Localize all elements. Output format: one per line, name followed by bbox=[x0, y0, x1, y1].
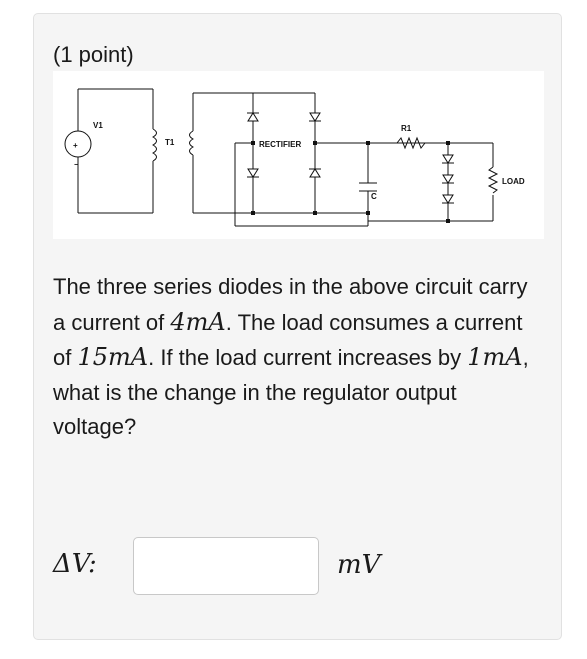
capacitor-label: C bbox=[371, 192, 377, 201]
v1-label: V1 bbox=[93, 121, 103, 130]
load-current-value: 15mA bbox=[77, 343, 149, 371]
answer-row: ΔV: mV bbox=[53, 537, 533, 597]
minus-sign-label: − bbox=[74, 160, 79, 169]
r1-label: R1 bbox=[401, 124, 412, 133]
load-label: LOAD bbox=[502, 177, 525, 186]
current-increase-value: 1mA bbox=[467, 343, 523, 371]
question-text-part: . If the load current increases by bbox=[148, 345, 468, 370]
question-text-part: The three series diodes in the above cir… bbox=[53, 274, 528, 335]
problem-card: (1 point) bbox=[33, 13, 562, 640]
answer-input[interactable] bbox=[133, 537, 319, 595]
question-text-part: , what is the change in the regulator ou… bbox=[53, 345, 529, 439]
question-text-part: . The load consumes a current of bbox=[53, 309, 523, 371]
points-label: (1 point) bbox=[53, 42, 134, 67]
unit-label: mV bbox=[337, 550, 381, 580]
current-diodes-value: 4mA bbox=[170, 307, 226, 336]
rectifier-label: RECTIFIER bbox=[259, 140, 301, 149]
plus-sign-label: + bbox=[73, 141, 78, 150]
question-text: The three series diodes in the above cir… bbox=[53, 270, 533, 445]
delta-v-label: ΔV: bbox=[53, 549, 97, 579]
circuit-diagram: + − V1 T1 RECTIFIER R1 C LOAD bbox=[53, 71, 544, 239]
t1-label: T1 bbox=[165, 138, 175, 147]
